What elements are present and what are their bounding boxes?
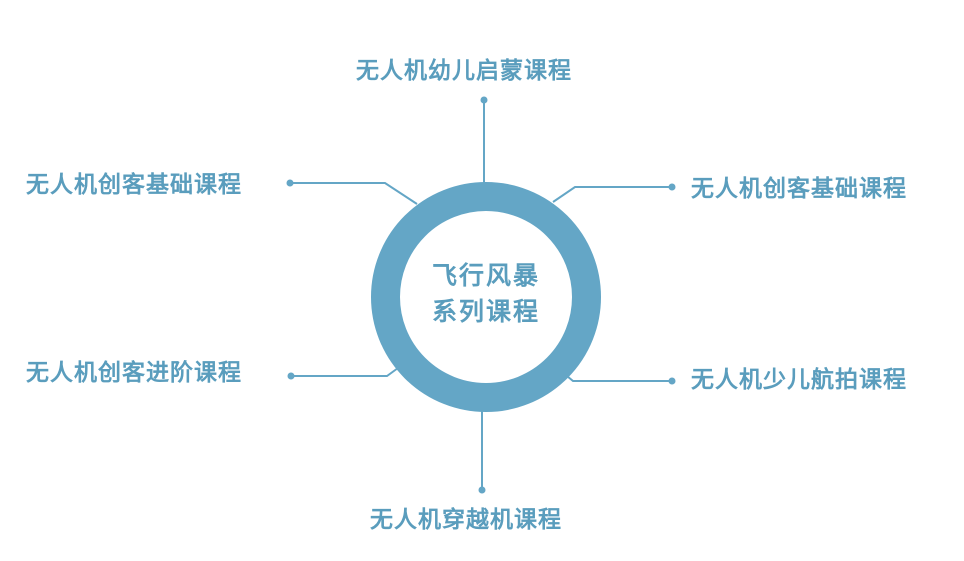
connector-left-top: [290, 182, 418, 205]
connector-right-bottom: [566, 375, 672, 382]
dot-left-bottom: [287, 372, 295, 380]
dot-right-top: [668, 183, 676, 191]
node-label-left-bottom: 无人机创客进阶课程: [26, 360, 242, 386]
center-title-line1: 飞行风暴: [431, 261, 540, 290]
center-title-line2: 系列课程: [431, 297, 540, 326]
node-label-top: 无人机幼儿启蒙课程: [356, 58, 572, 84]
dot-left-top: [286, 179, 294, 187]
connector-right-top: [552, 186, 672, 203]
node-label-left-top: 无人机创客基础课程: [26, 172, 242, 198]
node-label-right-top: 无人机创客基础课程: [691, 176, 907, 202]
dot-top: [480, 96, 488, 104]
connector-left-bottom: [291, 367, 399, 377]
dot-right-bottom: [668, 377, 676, 385]
node-label-right-bottom: 无人机少儿航拍课程: [691, 367, 907, 393]
center-ring: [371, 182, 601, 412]
center-title: 飞行风暴 系列课程: [386, 258, 586, 330]
dot-bottom: [478, 486, 486, 494]
node-label-bottom: 无人机穿越机课程: [370, 507, 562, 533]
